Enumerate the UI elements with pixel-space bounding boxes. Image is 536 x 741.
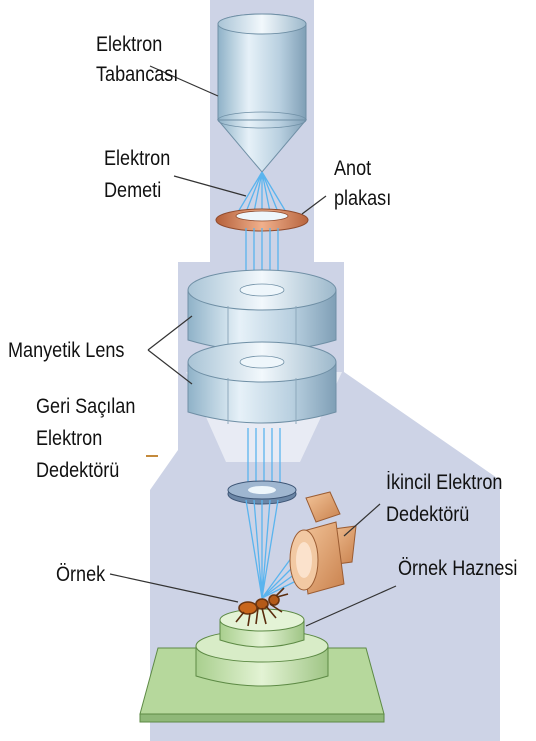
label-anode-line2: plakası (334, 186, 391, 212)
label-backscatter-line2: Elektron (36, 426, 102, 452)
label-magnetic-lens: Manyetik Lens (8, 338, 124, 364)
label-backscatter-line1: Geri Saçılan (36, 394, 135, 420)
label-anode-line1: Anot (334, 156, 371, 182)
label-secondary-line1: İkincil Elektron (386, 470, 502, 496)
label-electron-gun-line1: Elektron (96, 32, 162, 58)
label-specimen-chamber: Örnek Haznesi (398, 556, 517, 582)
magnetic-lens-lower (188, 342, 336, 424)
label-electron-beam-line2: Demeti (104, 178, 161, 204)
label-electron-gun-line2: Tabancası (96, 62, 178, 88)
magnetic-lens-upper (188, 270, 336, 352)
label-specimen: Örnek (56, 562, 105, 588)
label-electron-beam-line1: Elektron (104, 146, 170, 172)
label-secondary-line2: Dedektörü (386, 502, 469, 528)
anode-plate-shape (216, 209, 308, 231)
label-backscatter-line3: Dedektörü (36, 458, 119, 484)
